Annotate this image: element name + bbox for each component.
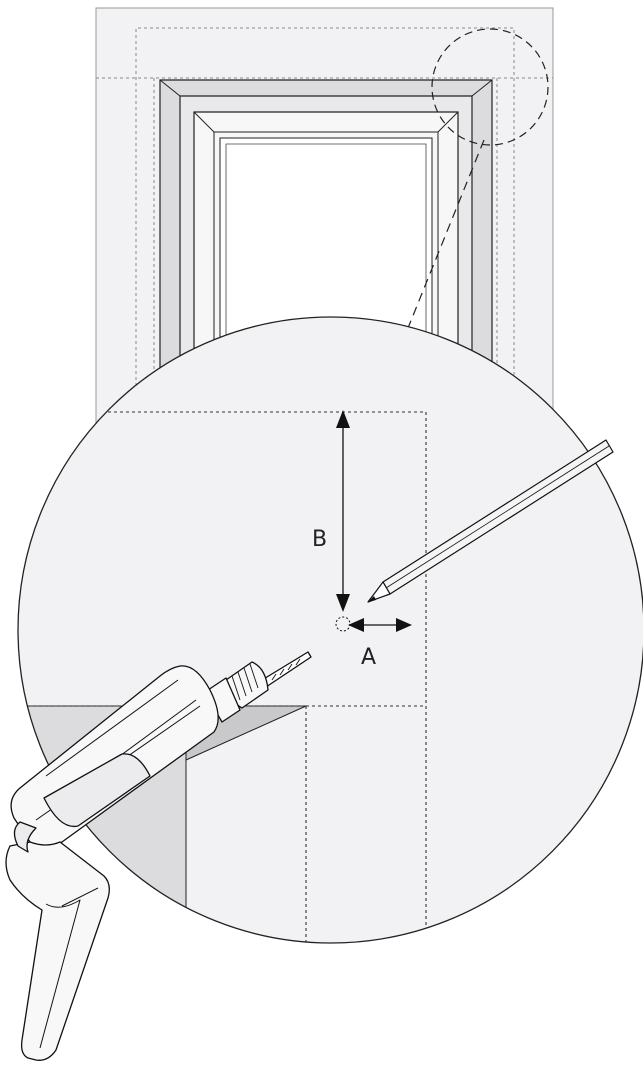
dimension-a-arrow-right xyxy=(396,618,412,632)
pencil-icon xyxy=(367,439,614,603)
drill-body-grip-panel xyxy=(43,753,151,828)
callout-leader-line xyxy=(407,139,485,329)
jamb-inner-line xyxy=(213,131,439,428)
drill-handle xyxy=(5,841,110,1061)
outer-guide-line xyxy=(135,27,515,428)
trim-bevel-edge xyxy=(185,705,307,761)
dimension-b-label: B xyxy=(312,527,327,552)
dimension-b: B xyxy=(312,410,350,612)
dimension-a-label: A xyxy=(361,645,376,670)
callout-circle xyxy=(431,28,549,146)
dimension-b-arrow-bottom xyxy=(336,594,350,612)
dimension-a: A xyxy=(348,618,412,670)
power-drill-icon xyxy=(5,651,312,1061)
pencil-stripe xyxy=(385,445,610,589)
detail-circle-outline xyxy=(17,316,643,944)
dimension-b-arrow-top xyxy=(336,410,350,428)
opening-inner-line xyxy=(225,143,427,438)
drill-trigger xyxy=(13,821,37,853)
drill-chuck-grip xyxy=(231,663,259,701)
drill-handle-edge xyxy=(39,887,99,1049)
drill-bit-flutes xyxy=(271,658,301,681)
overview-frame-view xyxy=(95,7,554,439)
pencil-lead xyxy=(368,596,376,602)
dimension-a-arrow-left xyxy=(348,618,364,632)
detail-guide-outer xyxy=(18,411,427,943)
drill-point-marker xyxy=(335,616,351,632)
